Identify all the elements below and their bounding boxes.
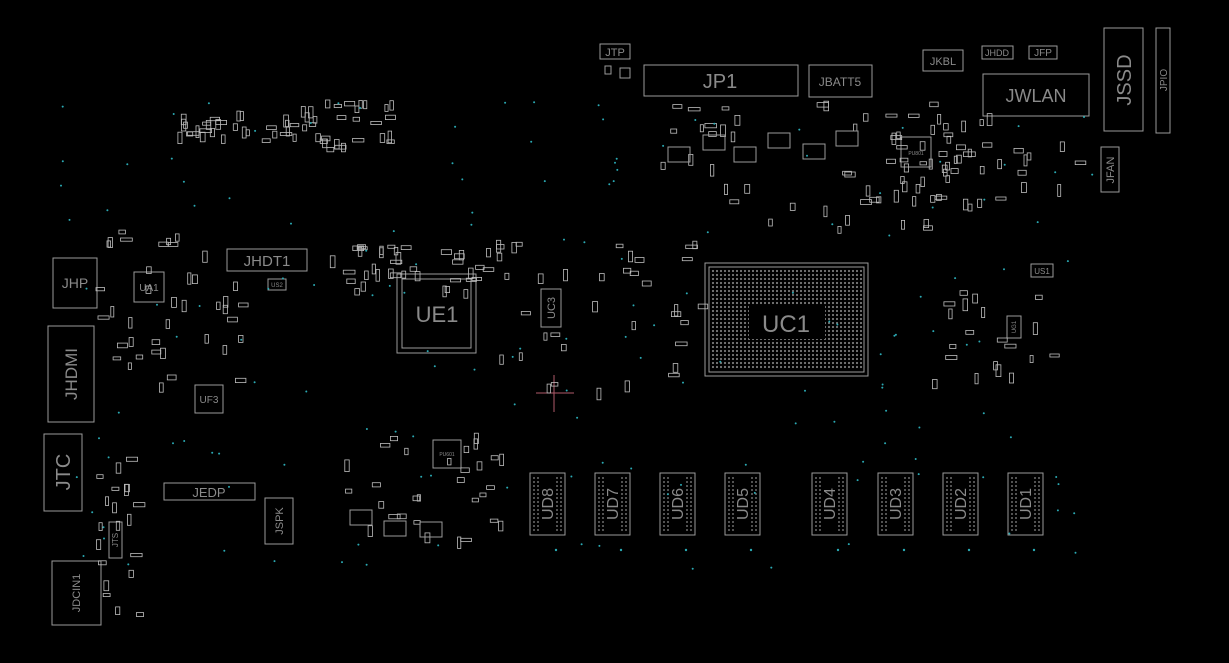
- chip-uf3[interactable]: UF3: [194, 384, 224, 414]
- label-uf3: UF3: [200, 395, 219, 406]
- memory-chip-row: UD8 UD7 UD6 UD5 UD4 UD3 UD2 UD1: [529, 472, 1044, 552]
- memory-chip-ud6[interactable]: UD6: [659, 472, 696, 536]
- via-dots: [60, 101, 1094, 570]
- memory-chip-ud7[interactable]: UD7: [594, 472, 631, 536]
- label-jhdt1: JHDT1: [244, 253, 291, 270]
- connector-jdcin1[interactable]: JDCIN1: [51, 560, 102, 626]
- chip-us1[interactable]: US1: [1030, 263, 1054, 278]
- memory-chip-ud5[interactable]: UD5: [724, 472, 761, 536]
- label-jts: JTS: [111, 533, 120, 547]
- chip-pu601[interactable]: PU601: [432, 439, 462, 469]
- label-jfan: JFAN: [1105, 157, 1117, 184]
- label-jp1: JP1: [703, 71, 737, 93]
- label-jkbl: JKBL: [930, 56, 956, 68]
- label-ua1: UA1: [139, 283, 159, 294]
- label-uc3: UC3: [546, 297, 558, 319]
- label-ud1: UD1: [1018, 488, 1035, 520]
- small-components: [95, 99, 1087, 617]
- memory-chip-ud4[interactable]: UD4: [811, 472, 848, 536]
- label-jhdmi: JHDMI: [62, 348, 81, 400]
- label-jpio: JPIO: [1159, 69, 1170, 91]
- connector-jtp[interactable]: JTP: [599, 43, 631, 60]
- label-ug1: UG1: [1012, 320, 1018, 333]
- label-jtp: JTP: [605, 47, 625, 59]
- label-jhp: JHP: [62, 275, 88, 291]
- connector-jhdd[interactable]: JHDD: [981, 45, 1014, 60]
- connector-jfan[interactable]: JFAN: [1100, 146, 1120, 193]
- label-ud8: UD8: [540, 488, 557, 520]
- label-jdcin1: JDCIN1: [71, 574, 83, 613]
- label-uc1: UC1: [762, 311, 810, 338]
- memory-chip-ud3[interactable]: UD3: [877, 472, 914, 536]
- label-ud3: UD3: [888, 488, 905, 520]
- label-jtc: JTC: [53, 454, 75, 491]
- connector-jkbl[interactable]: JKBL: [922, 49, 964, 72]
- connector-jhp[interactable]: JHP: [52, 257, 98, 309]
- label-jhdd: JHDD: [985, 48, 1009, 58]
- connector-jhdmi[interactable]: JHDMI: [47, 325, 95, 423]
- chip-uc1-cpu[interactable]: UC1: [704, 262, 869, 377]
- connector-jedp[interactable]: JEDP: [163, 482, 256, 501]
- memory-chip-ud8[interactable]: UD8: [529, 472, 566, 536]
- label-ud2: UD2: [953, 488, 970, 520]
- label-us1: US1: [1034, 267, 1050, 276]
- label-jspk: JSPK: [274, 507, 286, 535]
- connector-jssd[interactable]: JSSD: [1103, 27, 1144, 132]
- chip-ue1[interactable]: UE1: [396, 273, 477, 354]
- connector-jhdt1[interactable]: JHDT1: [226, 248, 308, 272]
- label-ud4: UD4: [822, 488, 839, 520]
- connector-jts[interactable]: JTS: [108, 521, 123, 559]
- chip-ua1[interactable]: UA1: [133, 271, 165, 303]
- label-ud6: UD6: [670, 488, 687, 520]
- chip-ug1[interactable]: UG1: [1006, 315, 1022, 339]
- label-pu601: PU601: [439, 452, 455, 458]
- label-us2: US2: [271, 283, 283, 289]
- label-ue1: UE1: [416, 302, 459, 327]
- connector-jfp[interactable]: JFP: [1028, 45, 1058, 60]
- connector-jpio[interactable]: JPIO: [1155, 27, 1171, 134]
- bga-ball-grid: [711, 269, 863, 369]
- label-ud7: UD7: [605, 488, 622, 520]
- label-jbatt5: JBATT5: [819, 75, 862, 89]
- memory-chip-ud1[interactable]: UD1: [1007, 472, 1044, 536]
- chip-us2[interactable]: US2: [267, 278, 287, 291]
- label-jfp: JFP: [1034, 48, 1052, 59]
- chip-uc3[interactable]: UC3: [540, 288, 562, 328]
- connector-jtc[interactable]: JTC: [43, 433, 83, 512]
- connector-jbatt5[interactable]: JBATT5: [808, 64, 873, 98]
- label-jwlan: JWLAN: [1005, 86, 1066, 106]
- connector-jwlan[interactable]: JWLAN: [982, 73, 1090, 117]
- label-jssd: JSSD: [1114, 54, 1136, 105]
- label-ud5: UD5: [735, 488, 752, 520]
- label-jedp: JEDP: [192, 485, 225, 500]
- connector-jp1[interactable]: JP1: [643, 64, 799, 97]
- chip-pu801[interactable]: PU801: [900, 136, 932, 168]
- crosshair-marker: [536, 375, 574, 412]
- label-pu801: PU801: [908, 151, 924, 157]
- memory-chip-ud2[interactable]: UD2: [942, 472, 979, 536]
- connector-jspk[interactable]: JSPK: [264, 497, 294, 545]
